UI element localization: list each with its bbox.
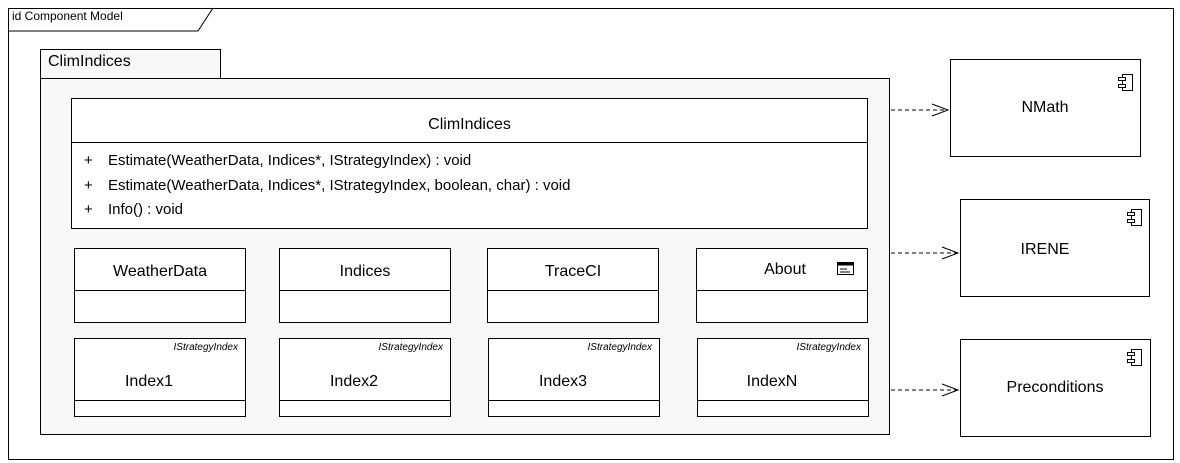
class-name: Index3 — [538, 373, 588, 390]
component-icon — [1118, 74, 1133, 91]
component-name: Preconditions — [1006, 379, 1104, 396]
class-name: Index1 — [124, 373, 174, 390]
class-divider — [279, 400, 451, 401]
class-divider — [279, 290, 451, 291]
stereotype-label: IStrategyIndex — [796, 342, 861, 353]
package-tab[interactable] — [40, 49, 221, 79]
visibility-marker: + — [84, 177, 93, 194]
class-divider — [487, 290, 659, 291]
frame-tab — [8, 7, 214, 32]
class-divider — [71, 142, 868, 143]
component-name: NMath — [1021, 99, 1069, 116]
class-index1[interactable] — [74, 338, 246, 417]
visibility-marker: + — [84, 152, 93, 169]
class-name: IndexN — [746, 373, 798, 390]
dependency-arrow-irene — [891, 246, 960, 260]
class-name: ClimIndices — [428, 116, 511, 133]
stereotype-label: IStrategyIndex — [173, 342, 238, 353]
component-icon — [1127, 349, 1142, 366]
dependency-arrow-preconditions — [891, 383, 960, 397]
stereotype-label: IStrategyIndex — [378, 342, 443, 353]
operation-row: + Estimate(WeatherData, Indices*, IStrate… — [84, 152, 471, 170]
component-icon — [1127, 209, 1142, 226]
class-name: Indices — [339, 263, 391, 280]
class-name: TraceCI — [544, 263, 602, 280]
class-climindices[interactable] — [71, 98, 868, 229]
visibility-marker: + — [84, 201, 93, 218]
component-irene[interactable] — [960, 199, 1150, 297]
frame-title: id Component Model — [12, 9, 123, 23]
component-preconditions[interactable] — [960, 339, 1151, 437]
operation-signature: Estimate(WeatherData, Indices*, IStrateg… — [108, 152, 472, 169]
class-traceci[interactable] — [487, 248, 659, 323]
class-name: About — [764, 261, 806, 278]
operation-signature: Estimate(WeatherData, Indices*, IStrateg… — [108, 177, 571, 194]
component-nmath[interactable] — [950, 59, 1141, 157]
diagram-frame — [8, 8, 1174, 460]
class-weatherdata[interactable] — [74, 248, 246, 323]
dependency-arrow-nmath — [891, 103, 950, 117]
component-name: IRENE — [1020, 241, 1070, 258]
package-name: ClimIndices — [48, 53, 131, 70]
class-name: WeatherData — [113, 263, 207, 280]
class-indexn[interactable] — [697, 338, 869, 417]
class-indices[interactable] — [279, 248, 451, 323]
class-divider — [488, 400, 660, 401]
class-divider — [74, 290, 246, 291]
class-index3[interactable] — [488, 338, 660, 417]
class-divider — [74, 400, 246, 401]
class-name: Index2 — [329, 373, 379, 390]
operation-signature: Info() : void — [108, 201, 184, 218]
window-form-icon — [837, 262, 854, 275]
operation-row: + Info() : void — [84, 201, 183, 219]
class-about[interactable] — [696, 248, 868, 323]
operation-row: + Estimate(WeatherData, Indices*, IStrate… — [84, 177, 570, 195]
class-index2[interactable] — [279, 338, 451, 417]
stereotype-label: IStrategyIndex — [587, 342, 652, 353]
class-divider — [696, 290, 868, 291]
class-divider — [697, 400, 869, 401]
